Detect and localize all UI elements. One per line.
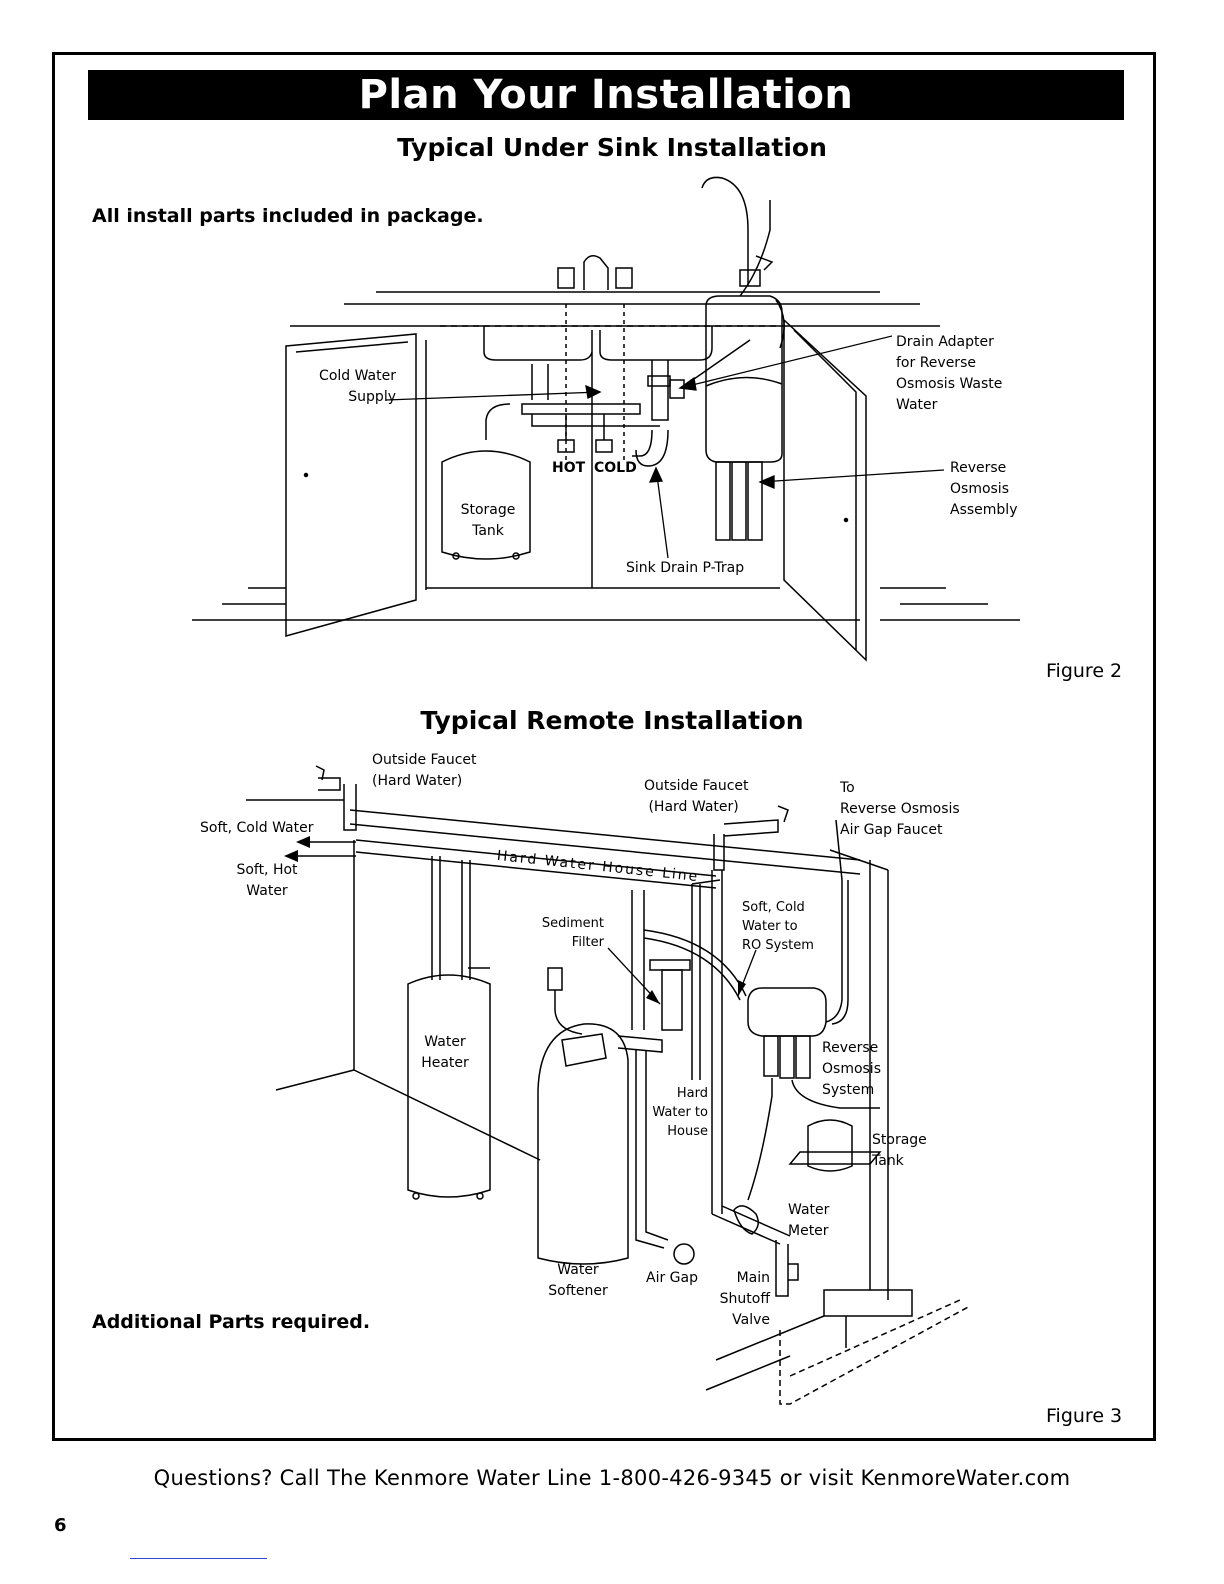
label-hard-water-to-house: Hard Water to House xyxy=(652,1086,708,1139)
label-hot: HOT xyxy=(552,460,586,476)
label-cold: COLD xyxy=(594,460,637,476)
footer-underline xyxy=(130,1558,267,1559)
page-frame xyxy=(52,52,1156,1441)
label-drain-adapter: Drain Adapter for Reverse Osmosis Waste … xyxy=(896,334,1003,413)
figure-3-caption: Figure 3 xyxy=(1046,1405,1123,1427)
label-water-heater: Water Heater xyxy=(421,1034,469,1071)
label-sink-drain-p-trap: Sink Drain P-Trap xyxy=(626,560,745,576)
figure-2-caption: Figure 2 xyxy=(1046,660,1123,682)
label-soft-hot-water: Soft, Hot Water xyxy=(236,862,298,899)
label-ro-system: Reverse Osmosis System xyxy=(822,1040,881,1098)
support-footer: Questions? Call The Kenmore Water Line 1… xyxy=(153,1466,1071,1490)
label-water-softener: Water Softener xyxy=(548,1262,608,1299)
label-soft-cold-water: Soft, Cold Water xyxy=(200,820,314,836)
page-banner: Plan Your Installation xyxy=(88,70,1124,120)
label-ro-assembly: Reverse Osmosis Assembly xyxy=(950,460,1018,518)
label-outside-faucet-right: Outside Faucet (Hard Water) xyxy=(644,778,749,815)
label-cold-water-supply: Cold Water Supply xyxy=(319,368,396,405)
label-storage-tank-remote: Storage Tank xyxy=(872,1132,927,1169)
under-sink-title: Typical Under Sink Installation xyxy=(397,133,827,162)
label-sediment-filter: Sediment Filter xyxy=(541,916,604,950)
label-soft-cold-to-ro: Soft, Cold Water to RO System xyxy=(742,900,814,953)
label-main-shutoff-valve: Main Shutoff Valve xyxy=(719,1270,770,1328)
remote-note: Additional Parts required. xyxy=(92,1311,371,1333)
label-water-meter: Water Meter xyxy=(788,1202,830,1239)
label-air-gap: Air Gap xyxy=(646,1270,698,1286)
label-outside-faucet-left: Outside Faucet (Hard Water) xyxy=(372,752,477,789)
remote-title: Typical Remote Installation xyxy=(420,706,804,735)
label-to-ro-air-gap: To Reverse Osmosis Air Gap Faucet xyxy=(840,780,960,838)
under-sink-note: All install parts included in package. xyxy=(92,205,484,227)
page-number: 6 xyxy=(54,1515,67,1536)
label-storage-tank: Storage Tank xyxy=(460,502,516,539)
